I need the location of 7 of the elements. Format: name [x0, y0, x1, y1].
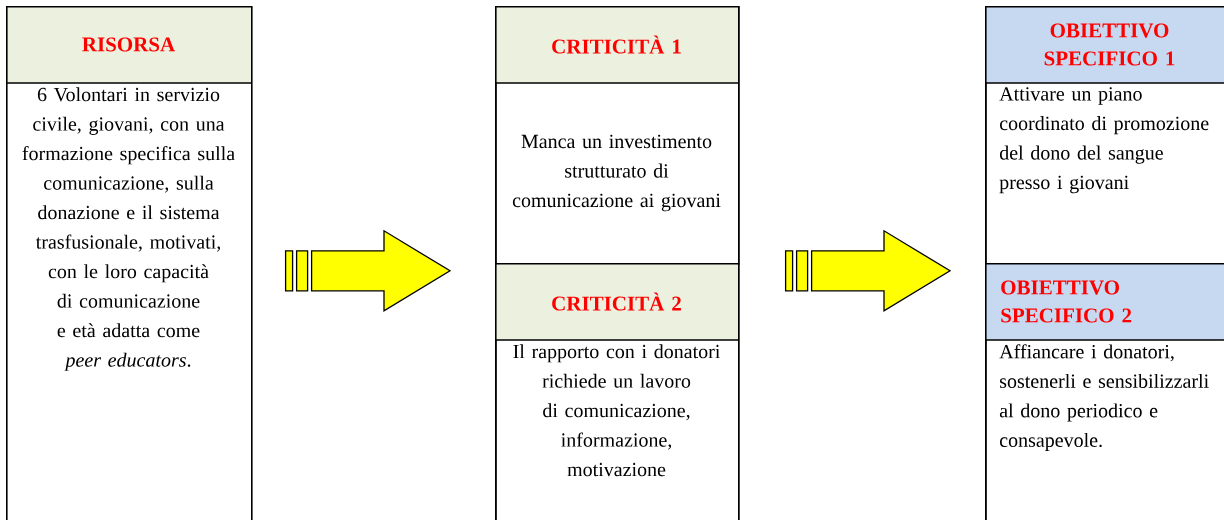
- block-arrow: [784, 229, 952, 312]
- labelled-box: CRITICITÀ 2 Il rapporto con i donatori richiede un lavoro di comunicazione, informazione, motivazione: [494, 263, 740, 520]
- labelled-box: RISORSA 6 Volontari in servizio civile, giovani, con una formazione specifica sulla comunicazione, sulla donazione e il sistema trasfusionale, motivati, con le loro capacità di comunicazione e età adatta come peer educators.: [5, 6, 253, 520]
- labelled-box: OBIETTIVO SPECIFICO 2 Affiancare i donatori, sostenerli e sensibilizzarli al dono periodico e consapevole.: [984, 263, 1224, 520]
- block-arrow: [284, 229, 452, 312]
- labelled-box: OBIETTIVO SPECIFICO 1 Attivare un piano coordinato di promozione del dono del sangue presso i giovani: [984, 6, 1224, 265]
- labelled-box: CRITICITÀ 1 Manca un investimento strutturato di comunicazione ai giovani: [494, 6, 740, 265]
